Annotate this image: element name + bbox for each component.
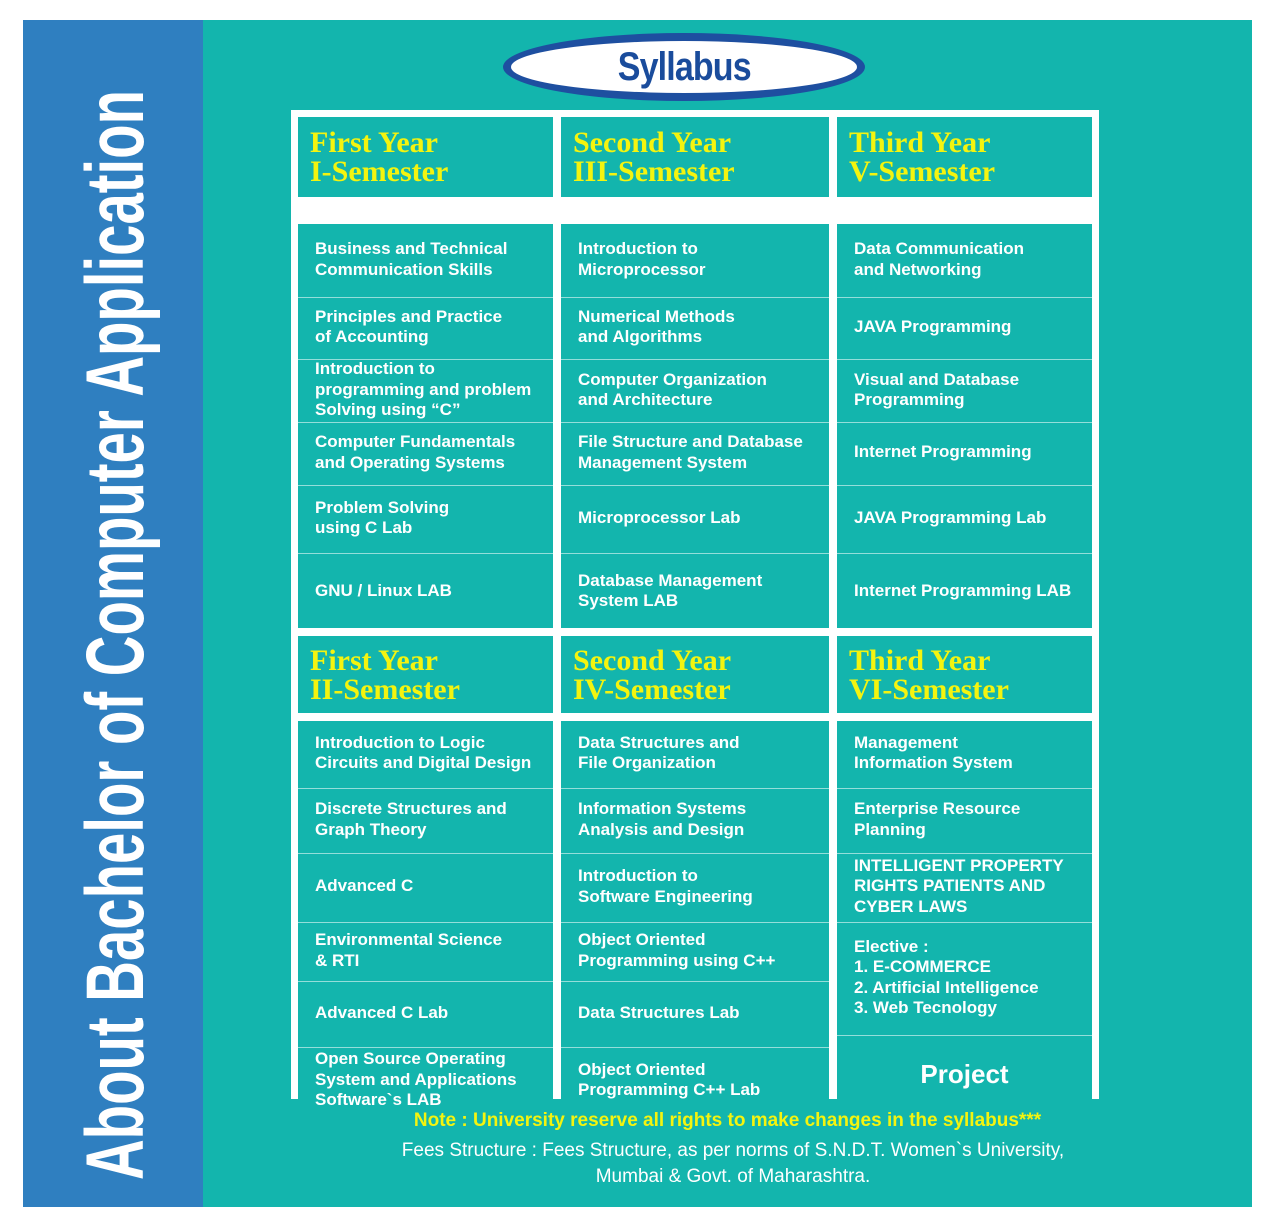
subject-list: Business and Technical Communication Ski… xyxy=(298,224,553,628)
semester-header-year: Third Year xyxy=(849,643,991,677)
semester-header-year: Second Year xyxy=(573,643,732,677)
subject-cell: Data Structures Lab xyxy=(561,981,829,1044)
semester-header-year: First Year xyxy=(310,126,438,159)
subject-cell: Business and Technical Communication Ski… xyxy=(315,239,508,279)
subject-cell: JAVA Programming Lab xyxy=(837,485,1092,550)
subject-cell: GNU / Linux LAB xyxy=(298,553,553,628)
semester-header-year: Second Year xyxy=(573,126,732,159)
subject-cell: File Structure and Database Management S… xyxy=(561,422,829,482)
semester-header-semester: I-Semester xyxy=(310,155,449,188)
subject-cell: Advanced C Lab xyxy=(298,981,553,1044)
subject-cell: Microprocessor Lab xyxy=(561,485,829,550)
subject-cell: Data Structures and File Organization xyxy=(578,732,740,773)
subject-cell: Computer Organization and Architecture xyxy=(561,359,829,420)
subject-cell: Enterprise Resource Planning xyxy=(837,788,1092,850)
subject-list: Introduction to Logic Circuits and Digit… xyxy=(298,721,553,1112)
semester-header-year: First Year xyxy=(310,643,438,677)
subject-cell: Computer Fundamentals and Operating Syst… xyxy=(298,422,553,482)
subject-cell: Problem Solving using C Lab xyxy=(298,485,553,550)
subject-cell: INTELLIGENT PROPERTY RIGHTS PATIENTS AND… xyxy=(837,853,1092,919)
subject-cell: Data Communication and Networking xyxy=(854,239,1025,279)
sidebar: About Bachelor of Computer Application xyxy=(23,20,203,1207)
sidebar-title-graphic: About Bachelor of Computer Application xyxy=(70,90,161,1180)
subject-cell: Introduction to Microprocessor xyxy=(578,239,706,279)
syllabus-heading-badge: Syllabus xyxy=(503,33,865,101)
semester-header-semester: III-Semester xyxy=(573,155,735,188)
subject-cell: Principles and Practice of Accounting xyxy=(298,297,553,356)
subject-cell: Database Management System LAB xyxy=(561,553,829,628)
subject-cell: Advanced C xyxy=(298,853,553,919)
subject-cell: Open Source Operating System and Applica… xyxy=(298,1047,553,1112)
footer-note: Note : University reserve all rights to … xyxy=(413,1110,1042,1131)
subject-cell: Internet Programming xyxy=(837,422,1092,482)
subject-cell: Numerical Methods and Algorithms xyxy=(561,297,829,356)
semester-header-semester: VI-Semester xyxy=(849,672,1009,706)
semester-header-semester: IV-Semester xyxy=(573,672,731,706)
subject-cell: Introduction to programming and problem … xyxy=(298,359,553,420)
page-title: Syllabus xyxy=(617,44,751,89)
subject-cell: Internet Programming LAB xyxy=(837,553,1092,628)
subject-cell: Object Oriented Programming C++ Lab xyxy=(561,1047,829,1112)
subject-cell: Information Systems Analysis and Design xyxy=(561,788,829,850)
subject-cell: Object Oriented Programming using C++ xyxy=(561,922,829,978)
sidebar-title: About Bachelor of Computer Application xyxy=(70,90,161,1180)
semester-header-semester: V-Semester xyxy=(849,155,996,188)
subject-cell: Management Information System xyxy=(854,732,1013,773)
subject-cell: Elective : 1. E-COMMERCE 2. Artificial I… xyxy=(837,922,1092,1032)
subject-cell: JAVA Programming xyxy=(837,297,1092,356)
subject-cell: Environmental Science & RTI xyxy=(298,922,553,978)
subject-cell: Introduction to Logic Circuits and Digit… xyxy=(315,732,532,773)
subject-cell: Discrete Structures and Graph Theory xyxy=(298,788,553,850)
subject-cell: Visual and Database Programming xyxy=(837,359,1092,420)
subject-cell: Introduction to Software Engineering xyxy=(561,853,829,919)
semester-header-year: Third Year xyxy=(849,126,991,159)
fees-structure: Fees Structure : Fees Structure, as per … xyxy=(401,1140,1065,1187)
subject-cell: Project xyxy=(837,1035,1092,1112)
semester-header-semester: II-Semester xyxy=(310,672,460,706)
